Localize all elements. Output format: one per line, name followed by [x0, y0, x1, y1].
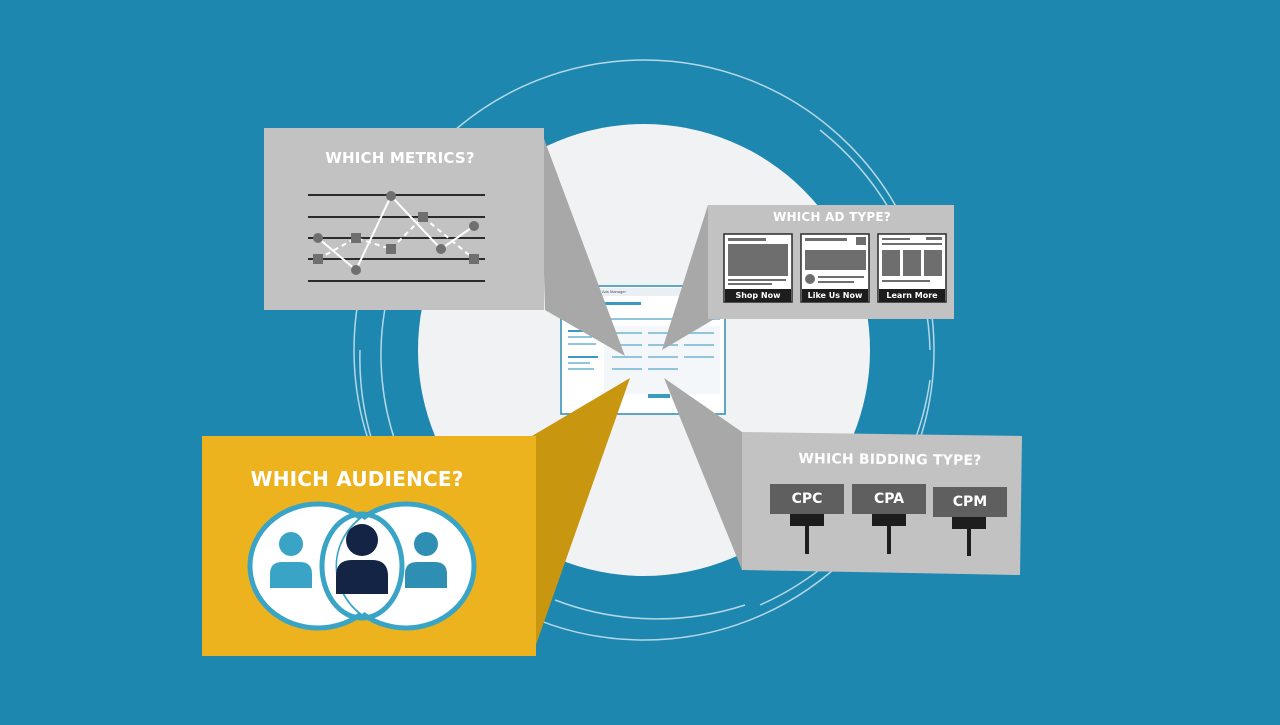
screen-title: Ads Manager	[602, 289, 626, 294]
bid-sign-cpm: CPM	[933, 487, 1007, 517]
learn-more-button: Learn More	[879, 289, 945, 302]
person-left-icon	[270, 532, 312, 588]
person-center-icon	[336, 524, 388, 594]
bid-sign-cpa: CPA	[852, 484, 926, 514]
bid-sign-cpc: CPC	[770, 484, 844, 514]
metrics-title: WHICH METRICS?	[325, 149, 475, 167]
audience-title: WHICH AUDIENCE?	[250, 467, 464, 491]
metrics-panel	[264, 128, 625, 356]
person-right-icon	[405, 532, 447, 588]
bidding-title: WHICH BIDDING TYPE?	[798, 451, 982, 469]
like-us-now-button: Like Us Now	[802, 289, 868, 302]
audience-panel	[202, 378, 630, 656]
shop-now-button: Shop Now	[725, 289, 791, 302]
ad-type-title: WHICH AD TYPE?	[773, 210, 891, 224]
